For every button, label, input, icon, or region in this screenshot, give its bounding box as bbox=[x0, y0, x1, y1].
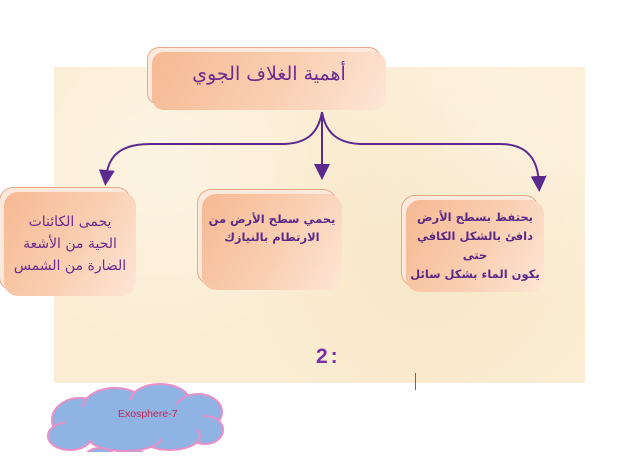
page-number: 2: bbox=[316, 345, 341, 368]
node-left-line-3: الضارة من الشمس bbox=[13, 258, 127, 274]
title-box: أهمية الغلاف الجوي bbox=[152, 52, 386, 110]
node-right-line-3: يكون الماء بشكل سائل bbox=[410, 267, 540, 281]
arrow-right bbox=[321, 111, 547, 192]
node-middle-line-2: الارتطام بالنيازك bbox=[224, 230, 320, 244]
node-middle: يحمي سطح الأرض من الارتطام بالنيازك bbox=[202, 194, 342, 290]
cloud-shape: Exosphere-7 bbox=[40, 378, 230, 456]
cloud-label: Exosphere-7 bbox=[118, 408, 178, 420]
node-right: يحتفظ بسطح الأرض دافئ بالشكل الكافي حتى … bbox=[406, 200, 544, 292]
diagram-title: أهمية الغلاف الجوي bbox=[192, 63, 346, 85]
node-right-line-2: دافئ بالشكل الكافي حتى bbox=[417, 229, 533, 262]
node-right-line-1: يحتفظ بسطح الأرض bbox=[416, 210, 533, 224]
node-middle-line-1: يحمي سطح الأرض من bbox=[208, 212, 336, 226]
node-left-line-2: الحية من الأشعة bbox=[23, 236, 117, 252]
node-left: يحمى الكائنات الحية من الأشعة الضارة من … bbox=[4, 192, 136, 296]
arrow-left bbox=[98, 111, 323, 186]
node-left-line-1: يحمى الكائنات bbox=[28, 214, 112, 230]
text-cursor bbox=[415, 373, 416, 390]
